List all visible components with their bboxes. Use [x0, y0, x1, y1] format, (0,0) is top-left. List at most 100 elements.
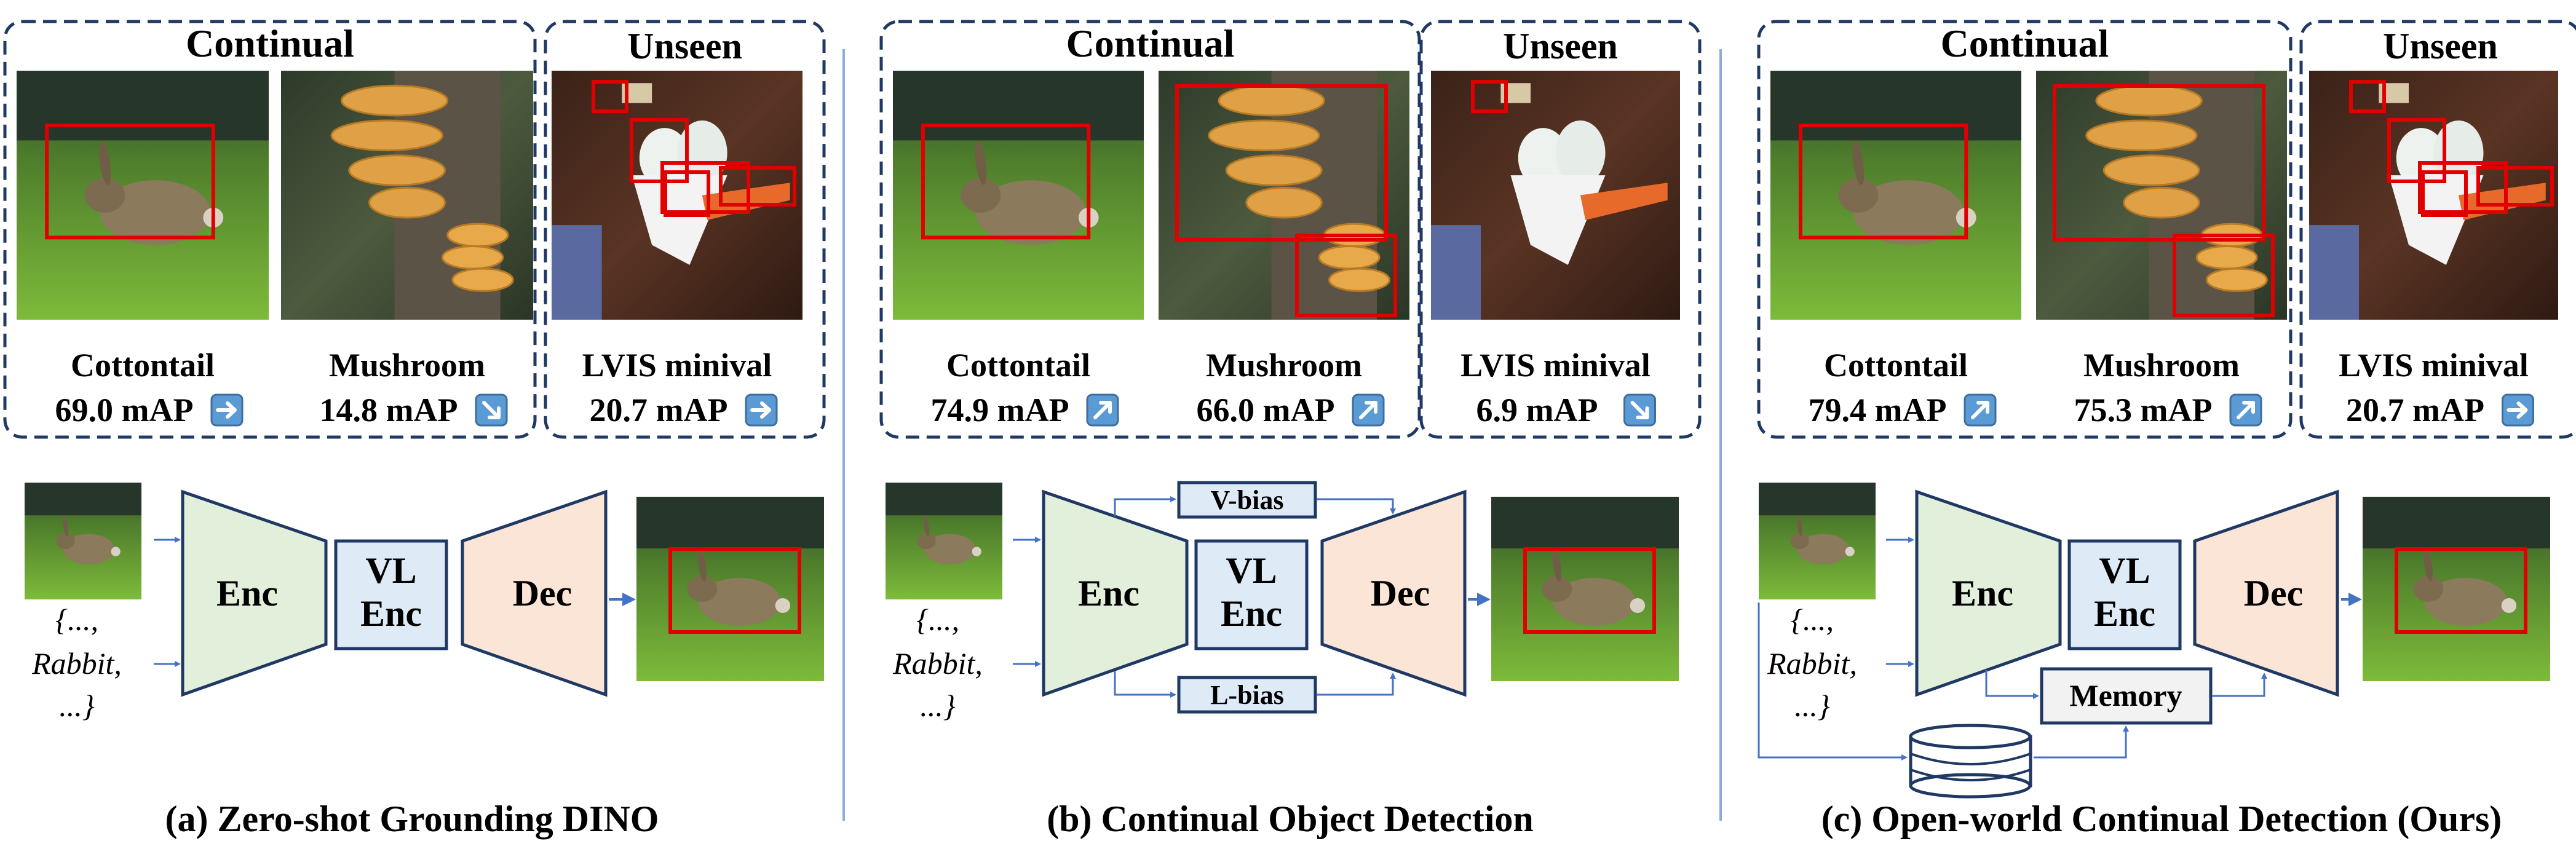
rabbit-head-icon — [84, 178, 125, 213]
photo-shadow — [25, 483, 141, 516]
flow-arrow — [2212, 673, 2267, 697]
trend-arrow-glyph — [216, 401, 237, 419]
rabbit-tail-icon — [1845, 547, 1855, 556]
trend-arrow-icon — [2502, 393, 2534, 427]
detection-box — [1295, 234, 1397, 317]
rabbit-ear-icon — [2423, 548, 2433, 582]
carrot-icon — [1580, 183, 1668, 220]
continual-group-box — [879, 20, 1421, 439]
mushroom-cap-icon — [2095, 84, 2203, 117]
mushroom-cap-icon — [451, 267, 514, 292]
text-prompt: {..., — [916, 602, 959, 637]
continual-group-box — [3, 20, 537, 439]
mushroom-photo — [281, 71, 533, 320]
mushroom-cap-icon — [441, 245, 504, 270]
text-prompt: {..., — [1791, 602, 1834, 637]
output-image — [1491, 497, 1679, 681]
unseen-header: Unseen — [2383, 26, 2498, 66]
trend-arrow-glyph — [1630, 401, 1649, 419]
label-mushroom: Mushroom — [2083, 347, 2240, 384]
decoder-block — [2193, 489, 2339, 697]
detection-box — [664, 170, 710, 217]
detection-box — [2476, 166, 2554, 207]
input-image — [1759, 483, 1876, 599]
detection-box — [660, 161, 750, 214]
cottontail-photo — [17, 71, 269, 320]
photo-shadow — [1759, 483, 1876, 516]
rabbit-body-icon — [1553, 578, 1636, 626]
photo-shadow — [893, 71, 1144, 141]
trend-arrow-glyph — [2507, 401, 2528, 419]
score-mushroom: 14.8 mAP — [320, 392, 458, 429]
egg-icon — [1555, 120, 1606, 186]
mushroom-cap-icon — [2205, 267, 2268, 292]
trend-arrow-glyph — [750, 401, 771, 419]
label-cottontail: Cottontail — [1824, 347, 1968, 384]
rabbit-head-icon — [687, 576, 718, 602]
score-cottontail: 79.4 mAP — [1809, 392, 1947, 429]
egg-icon — [1518, 128, 1568, 188]
egg-icon — [677, 120, 727, 186]
rabbit-body-icon — [63, 534, 115, 564]
mushroom-cap-icon — [2123, 186, 2200, 219]
rabbit-ear-icon — [1852, 140, 1865, 185]
rabbit-body-icon — [975, 180, 1087, 245]
detection-box — [2053, 84, 2265, 242]
text-prompt: Rabbit, — [892, 646, 983, 681]
lvis-photo — [2309, 71, 2558, 320]
text-prompt: ...} — [920, 689, 956, 723]
label-lvis: LVIS minival — [2339, 347, 2529, 384]
encoder-label: Enc — [216, 573, 278, 614]
detection-box — [630, 118, 689, 183]
trend-arrow-icon — [2229, 393, 2262, 427]
flow-arrow — [1758, 602, 1908, 760]
encoder-block — [1042, 489, 1189, 697]
panel-caption: (a) Zero-shot Grounding DINO — [165, 799, 659, 839]
trend-arrow-icon — [475, 393, 508, 427]
label-cottontail: Cottontail — [946, 347, 1090, 384]
unseen-header: Unseen — [627, 26, 742, 66]
mushroom-cap-icon — [2102, 154, 2200, 186]
rabbit-tail-icon — [2501, 598, 2517, 613]
mushroom-photo — [2036, 71, 2287, 320]
unseen-group-box — [1419, 20, 1702, 439]
cloth-icon — [2309, 225, 2359, 320]
memory-block — [2040, 667, 2213, 725]
trend-arrow-icon — [1086, 393, 1119, 427]
unseen-header: Unseen — [1503, 26, 1618, 66]
trend-arrow-icon — [745, 393, 778, 427]
trend-arrow-glyph — [1093, 401, 1112, 419]
rabbit-body-icon — [924, 534, 976, 564]
panel-caption: (c) Open-world Continual Detection (Ours… — [1821, 799, 2502, 839]
vl-encoder-label: Enc — [1221, 593, 1282, 634]
decoder-block — [1320, 489, 1467, 697]
trend-arrow-icon — [210, 393, 244, 427]
l-bias-label: L-bias — [1210, 680, 1284, 710]
photo-shadow — [886, 483, 1002, 516]
output-image — [2363, 497, 2550, 681]
cottontail-photo — [1770, 71, 2021, 320]
photo-shadow — [636, 497, 824, 548]
continual-header: Continual — [1941, 22, 2109, 65]
score-mushroom: 66.0 mAP — [1197, 392, 1335, 429]
vl-encoder-label: Enc — [360, 593, 422, 634]
cloth-icon — [552, 225, 602, 320]
flow-arrow — [1317, 673, 1396, 696]
unseen-group-box — [544, 20, 826, 439]
mushroom-cap-icon — [1208, 119, 1320, 152]
rabbit-ear-icon — [1797, 515, 1802, 537]
rabbit-ear-icon — [98, 140, 111, 185]
detection-box — [592, 80, 628, 113]
rabbit-ear-icon — [975, 140, 987, 185]
detection-box — [1523, 547, 1656, 634]
rabbit-head-icon — [961, 178, 1001, 213]
label-mushroom: Mushroom — [1206, 347, 1362, 384]
continual-header: Continual — [186, 22, 354, 65]
continual-group-box — [1757, 20, 2293, 439]
rabbit-tail-icon — [775, 598, 791, 613]
detection-box — [1175, 84, 1388, 242]
